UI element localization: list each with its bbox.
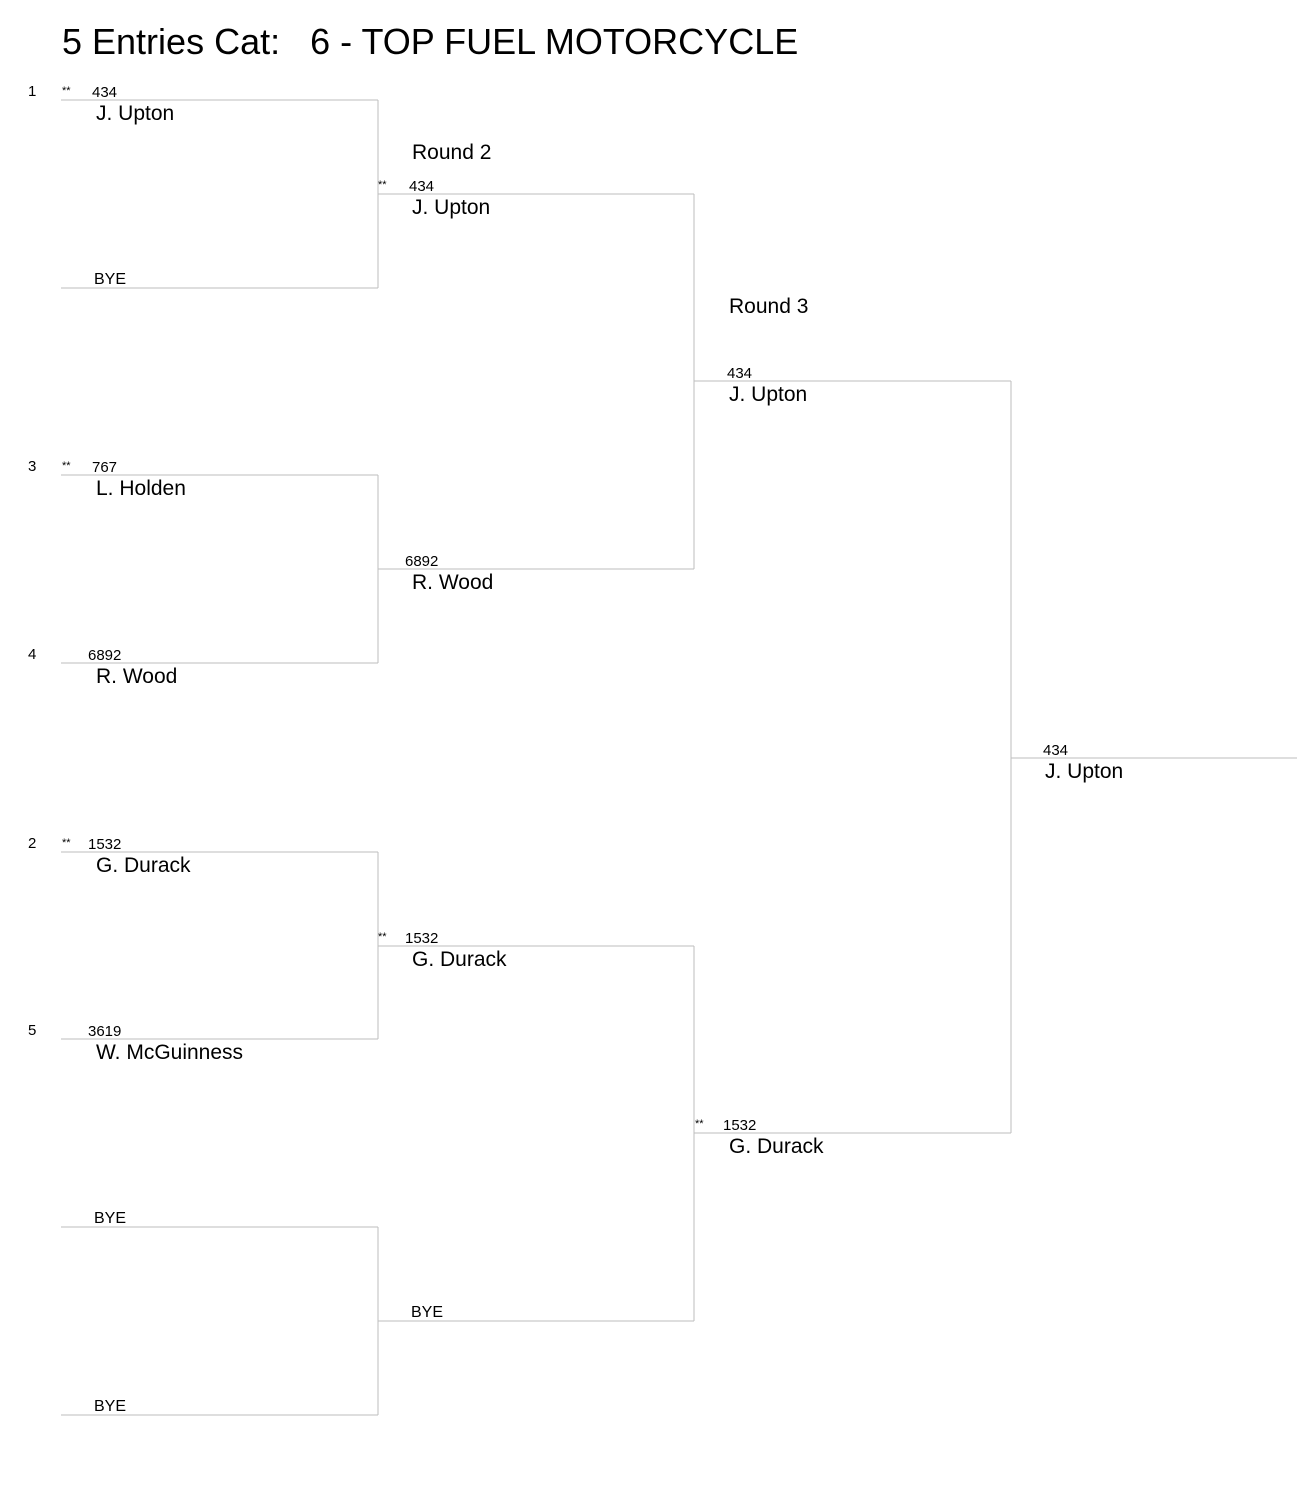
final-entry-name: J. Upton <box>1045 760 1123 783</box>
round1-entry-star: ** <box>62 460 71 472</box>
round1-entry-star: ** <box>62 85 71 97</box>
round1-entry-number: 767 <box>92 459 117 476</box>
round2-entry-number: 434 <box>409 178 434 195</box>
round-2-label: Round 2 <box>412 141 491 164</box>
round2-entry-name: G. Durack <box>412 948 507 971</box>
round1-entry-name: L. Holden <box>96 477 186 500</box>
round3-entry-name: J. Upton <box>729 383 807 406</box>
round-3-label: Round 3 <box>729 295 808 318</box>
round1-entry-bye: BYE <box>94 271 126 288</box>
round1-entry-name: J. Upton <box>96 102 174 125</box>
round1-entry-bye: BYE <box>94 1210 126 1227</box>
round1-entry-name: G. Durack <box>96 854 191 877</box>
round2-entry-name: R. Wood <box>412 571 493 594</box>
round1-entry-name: R. Wood <box>96 665 177 688</box>
round3-entry-star: ** <box>695 1118 704 1130</box>
round2-entry-bye: BYE <box>411 1304 443 1321</box>
round2-entry-star: ** <box>378 931 387 943</box>
round1-entry-seed: 5 <box>28 1022 36 1039</box>
round1-entry-seed: 1 <box>28 83 36 100</box>
round2-entry-number: 1532 <box>405 930 438 947</box>
round1-entry-number: 3619 <box>88 1023 121 1040</box>
round1-entry-seed: 3 <box>28 458 36 475</box>
round1-entry-star: ** <box>62 837 71 849</box>
page-title: 5 Entries Cat: 6 - TOP FUEL MOTORCYCLE <box>62 21 799 62</box>
round3-entry-number: 1532 <box>723 1117 756 1134</box>
round1-entry-number: 1532 <box>88 836 121 853</box>
round3-entry-number: 434 <box>727 365 752 382</box>
round1-entry-name: W. McGuinness <box>96 1041 243 1064</box>
round1-entry-number: 434 <box>92 84 117 101</box>
round1-entry-number: 6892 <box>88 647 121 664</box>
round3-entry-name: G. Durack <box>729 1135 824 1158</box>
round2-entry-star: ** <box>378 179 387 191</box>
round1-entry-seed: 4 <box>28 646 36 663</box>
round1-entry-seed: 2 <box>28 835 36 852</box>
round2-entry-number: 6892 <box>405 553 438 570</box>
final-entry-number: 434 <box>1043 742 1068 759</box>
round1-entry-bye: BYE <box>94 1398 126 1415</box>
round2-entry-name: J. Upton <box>412 196 490 219</box>
